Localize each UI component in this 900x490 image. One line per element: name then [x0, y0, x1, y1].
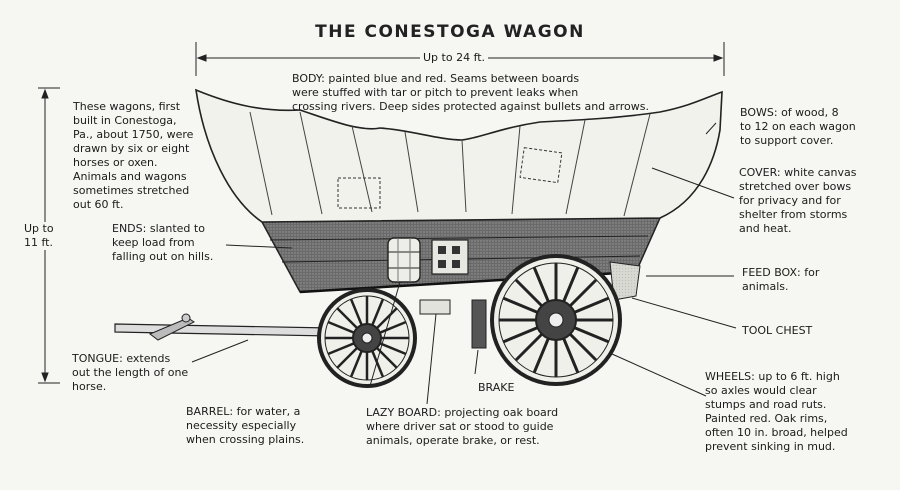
canvas-cover	[194, 88, 723, 223]
height-dimension-label: Up to 11 ft.	[24, 222, 54, 250]
diagram-title: THE CONESTOGA WAGON	[315, 22, 585, 42]
rear-wheel	[490, 254, 622, 386]
brake-shape	[471, 299, 487, 349]
label-lazy-board: LAZY BOARD: projecting oak board where d…	[366, 406, 559, 447]
label-tool-chest: TOOL CHEST	[742, 324, 813, 337]
label-body: BODY: painted blue and red. Seams betwee…	[292, 72, 649, 113]
front-wheel	[317, 288, 417, 388]
label-barrel: BARREL: for water, a necessity especiall…	[186, 405, 305, 446]
label-brake: BRAKE	[478, 381, 515, 394]
label-feed-box: FEED BOX: for animals.	[742, 266, 820, 293]
label-ends: ENDS: slanted to keep load from falling …	[112, 222, 214, 263]
leader-lines	[191, 122, 737, 405]
tool-chest-shape	[431, 239, 469, 275]
label-cover: COVER: white canvas stretched over bows …	[739, 166, 857, 235]
label-history: These wagons, first built in Conestoga, …	[73, 100, 194, 211]
label-tongue: TONGUE: extends out the length of one ho…	[72, 352, 189, 393]
label-bows: BOWS: of wood, 8 to 12 on each wagon to …	[740, 106, 856, 147]
tongue-shape	[114, 313, 331, 341]
barrel-shape	[387, 237, 421, 283]
length-dimension-label: Up to 24 ft.	[420, 51, 489, 64]
label-wheels: WHEELS: up to 6 ft. high so axles would …	[705, 370, 848, 453]
